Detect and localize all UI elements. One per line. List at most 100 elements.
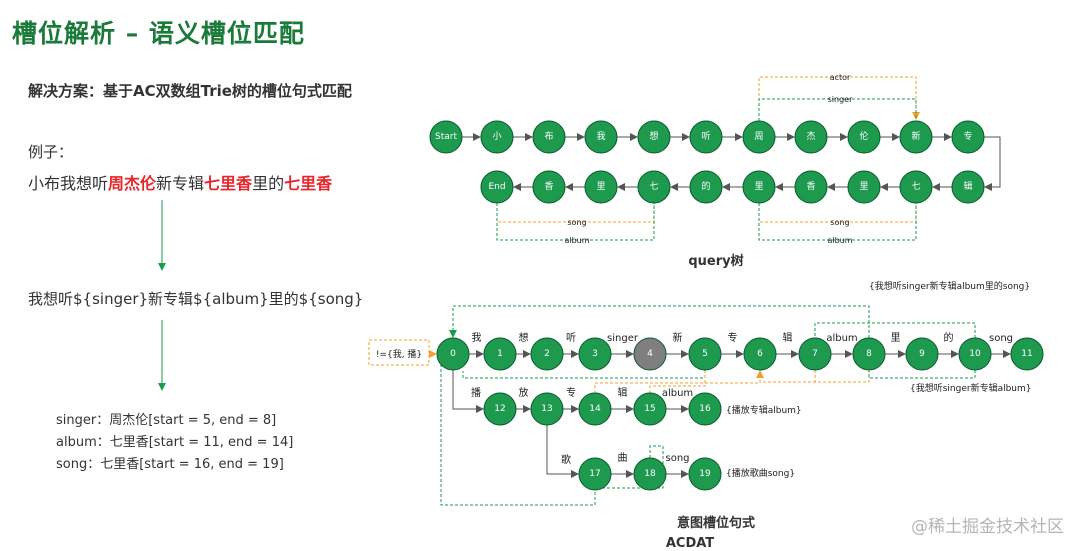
- qtree-node: 辑: [951, 170, 985, 204]
- qtree-node: 七: [637, 170, 671, 204]
- qtree-node: 小: [480, 120, 514, 154]
- acdat-node: 19: [688, 457, 722, 491]
- qtree-node-label: 小: [492, 131, 501, 142]
- acdat-node-label: 19: [699, 469, 711, 479]
- highlighted-slot-value: 七里香: [284, 174, 333, 193]
- slot-singer: singer：周杰伦[start = 5, end = 8]: [56, 413, 277, 428]
- acdat-node: 0: [436, 337, 470, 371]
- acdat-node: 1: [483, 337, 517, 371]
- acdat-node-label: 7: [812, 349, 818, 359]
- acdat-caption-1: 意图槽位句式: [677, 515, 755, 531]
- acdat-node-label: 11: [1021, 349, 1032, 359]
- acdat-node: 18: [633, 457, 667, 491]
- example-text: 新专辑: [156, 174, 205, 193]
- watermark: @稀土掘金技术社区: [911, 517, 1064, 537]
- acdat-node: 14: [578, 392, 612, 426]
- acdat-edge-label: 放: [519, 386, 529, 399]
- acdat-node: 15: [633, 392, 667, 426]
- qtree-node-label: 里: [859, 181, 868, 192]
- acdat-node-label: 0: [450, 349, 456, 359]
- annotation-album-right: album: [827, 236, 852, 245]
- acdat-edge-label: 专: [728, 331, 738, 344]
- acdat-node-label: 17: [589, 469, 600, 479]
- acdat-node: 16: [688, 392, 722, 426]
- note-top: {我想听singer新专辑album里的song}: [869, 280, 1030, 292]
- qtree-node-label: 香: [806, 181, 815, 192]
- acdat-node: 8: [852, 337, 886, 371]
- acdat-edge-label: 歌: [561, 453, 571, 466]
- acdat-node: 17: [578, 457, 612, 491]
- qtree-node: 专: [951, 120, 985, 154]
- qtree-node-label: End: [488, 182, 505, 192]
- annotation-song-right: song: [830, 218, 849, 227]
- acdat-edge-label: 的: [944, 331, 954, 344]
- qtree-node-label: 听: [701, 131, 710, 142]
- qtree-node-label: 七: [649, 181, 658, 192]
- note-row3: {播放歌曲song}: [726, 467, 795, 479]
- loop-top-inner: [814, 322, 976, 338]
- qtree-node-label: 辑: [963, 180, 972, 192]
- return-loop: [462, 370, 706, 379]
- qtree-node: 里: [742, 170, 776, 204]
- annotation-song-left: song: [567, 218, 586, 227]
- acdat-node: 6: [743, 337, 777, 371]
- acdat-edge-label: 专: [566, 386, 576, 399]
- qtree-node: Start: [429, 120, 463, 154]
- acdat-edge-label: song: [665, 453, 689, 464]
- acdat-node-label: 9: [919, 349, 925, 359]
- loop-top-outer: [449, 305, 870, 338]
- example-sentence: 小布我想听周杰伦新专辑七里香里的七里香: [28, 170, 332, 194]
- qtree-node: 新: [899, 120, 933, 154]
- acdat-node-label: 10: [969, 349, 981, 359]
- singer-bracket: [758, 98, 917, 121]
- acdat-node-label: 16: [699, 404, 711, 414]
- acdat-caption-2: ACDAT: [666, 536, 714, 551]
- example-text: 小布我想听: [28, 174, 109, 193]
- acdat-node-label: 13: [541, 404, 552, 414]
- acdat-node-label: 14: [589, 404, 601, 414]
- qtree-node: 我: [584, 120, 618, 154]
- loop-bottom: [440, 354, 596, 506]
- acdat-edge-label: 播: [471, 386, 481, 399]
- qtree-node: 布: [532, 120, 566, 154]
- acdat-node-label: 1: [497, 349, 503, 359]
- slot-album: album：七里香[start = 11, end = 14]: [56, 435, 294, 450]
- qtree-wrap-edge: [984, 136, 1001, 191]
- qtree-node: 听: [689, 120, 723, 154]
- qtree-node: 七: [899, 170, 933, 204]
- acdat-edge-label: 曲: [618, 452, 628, 464]
- acdat-node-label: 18: [644, 469, 656, 479]
- note-row2: {播放专辑album}: [726, 404, 802, 416]
- acdat-node: 3: [578, 337, 612, 371]
- acdat-node-label: 3: [592, 349, 598, 359]
- acdat-node: 13: [530, 392, 564, 426]
- highlighted-slot-value: 七里香: [204, 174, 253, 193]
- acdat-node: 12: [483, 392, 517, 426]
- template-sentence: 我想听${singer}新专辑${album}里的${song}: [28, 290, 364, 308]
- album-bracket-right: [758, 203, 917, 241]
- example-label: 例子：: [28, 143, 74, 161]
- qtree-node: 里: [584, 170, 618, 204]
- qtree-node-label: 想: [649, 130, 658, 142]
- qtree-node: 香: [532, 170, 566, 204]
- qtree-node: 里: [847, 170, 881, 204]
- acdat-edge-label: song: [989, 333, 1013, 344]
- qtree-node-label: 伦: [859, 130, 868, 142]
- acdat-node-label: 6: [757, 349, 763, 359]
- qtree-node-label: Start: [435, 132, 457, 142]
- query-tree-caption: query树: [688, 253, 743, 269]
- acdat-edge-label: 辑: [783, 331, 793, 344]
- qtree-node: 想: [637, 120, 671, 154]
- qtree-node-label: 香: [544, 181, 553, 192]
- highlighted-slot-value: 周杰伦: [108, 174, 157, 193]
- qtree-node-label: 里: [754, 181, 763, 192]
- acdat-edge-label: singer: [607, 333, 639, 344]
- acdat-node: 9: [905, 337, 939, 371]
- album-bracket-left: [496, 203, 655, 241]
- solution-subtitle: 解决方案：基于AC双数组Trie树的槽位句式匹配: [28, 82, 352, 100]
- acdat-node-label: 4: [647, 349, 653, 359]
- acdat-node: 2: [530, 337, 564, 371]
- row3-loop: [595, 445, 664, 489]
- acdat-edge-label: 新: [673, 331, 683, 344]
